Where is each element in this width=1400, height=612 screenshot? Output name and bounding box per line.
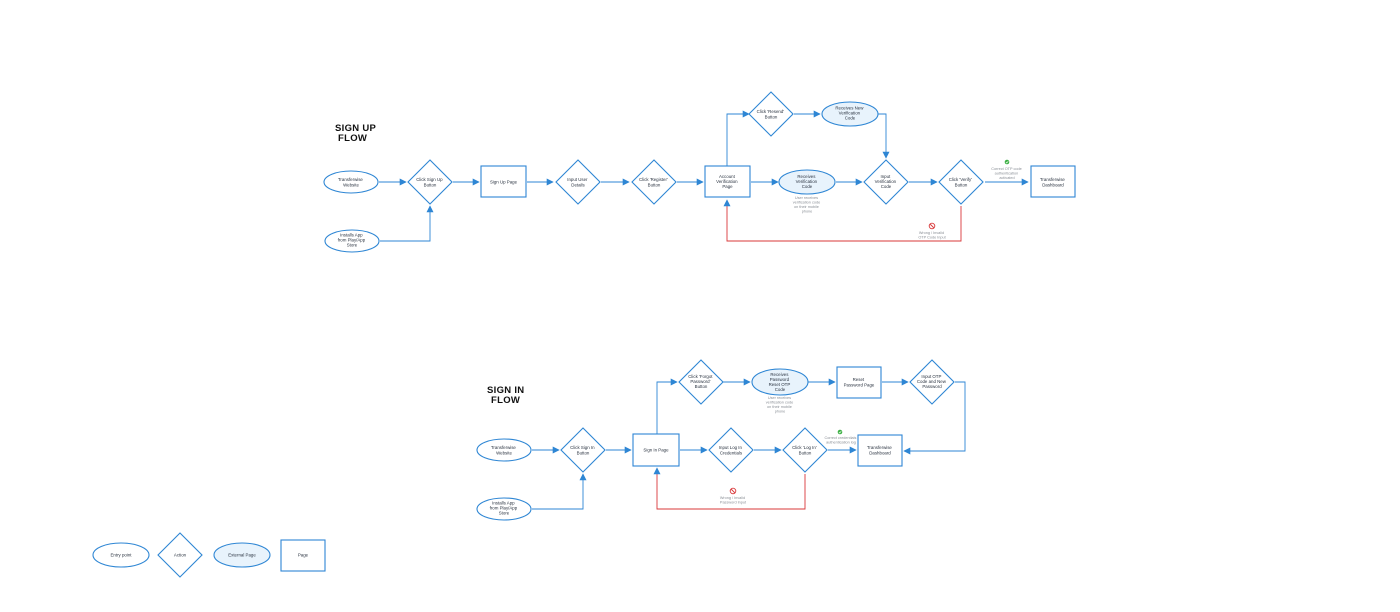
signup-title: SIGN UP FLOW bbox=[335, 123, 379, 144]
edge-verification-page-to-click-resend bbox=[726, 110, 750, 166]
prohibited-icon bbox=[928, 222, 936, 230]
node-signup-website: Transferwise Website bbox=[323, 170, 379, 194]
node-click-login-button: Click 'Log In' Button bbox=[782, 427, 828, 473]
node-click-register-button: Click 'Register' Button bbox=[631, 159, 677, 205]
node-signin-page: Sign In Page bbox=[632, 433, 680, 467]
node-click-forgot-password-button: Click 'Forgot Password' Button bbox=[678, 359, 724, 405]
svg-text:Account Verification: Account Verification Page bbox=[716, 174, 739, 189]
svg-text:Transferwise Dashboard: Transferwise Dashboard bbox=[867, 445, 893, 456]
svg-text:Click Sign Up Button: Click Sign Up Button bbox=[416, 177, 444, 188]
svg-text:Click 'Register' Butto: Click 'Register' Button bbox=[639, 177, 669, 188]
node-click-signin-button: Click Sign In Button bbox=[560, 427, 606, 473]
node-click-signup-button: Click Sign Up Button bbox=[407, 159, 453, 205]
node-input-user-details: Input User Details bbox=[555, 159, 601, 205]
legend-page: Page bbox=[280, 539, 326, 572]
node-reset-password-page: Reset Password Page bbox=[836, 366, 882, 399]
signin-title: SIGN IN FLOW bbox=[487, 385, 527, 406]
node-signin-install-app: Installs App from Play/App Store bbox=[476, 497, 532, 521]
node-click-resend-button: Click 'Resend' Button bbox=[748, 91, 794, 137]
legend-external-page: External Page bbox=[213, 542, 271, 568]
note-user-receives-reset-code: User receives verification code on their… bbox=[766, 396, 795, 414]
svg-text:Transferwise Website: Transferwise Website bbox=[338, 177, 364, 188]
node-input-otp-and-new-password: Input OTP Code and New Password bbox=[909, 359, 955, 405]
svg-text:Reset Password Page: Reset Password Page bbox=[844, 377, 875, 388]
note-correct-otp: Correct OTP code authentication activate… bbox=[991, 167, 1023, 180]
signup-edges bbox=[379, 110, 1029, 242]
svg-text:Action: Action bbox=[174, 553, 187, 558]
edge-wrong-otp-return bbox=[723, 199, 962, 242]
svg-text:Receives Verification: Receives Verification Code bbox=[796, 174, 819, 189]
prohibited-icon bbox=[729, 487, 737, 495]
edge-input-otp-to-dashboard bbox=[903, 381, 966, 455]
svg-text:Sign Up Page: Sign Up Page bbox=[490, 180, 518, 185]
svg-text:Transferwise Dashboard: Transferwise Dashboard bbox=[1040, 177, 1066, 188]
svg-text:Sign In Page: Sign In Page bbox=[643, 448, 669, 453]
svg-text:Input OTP Code and New: Input OTP Code and New Password bbox=[917, 374, 947, 389]
note-wrong-otp: Wrong / Invalid OTP Code Input bbox=[918, 231, 946, 240]
signin-edges bbox=[532, 378, 966, 510]
node-signup-page: Sign Up Page bbox=[480, 165, 527, 198]
node-account-verification-page: Account Verification Page bbox=[704, 165, 751, 198]
signin-flow: SIGN IN FLOW Transferwise Website bbox=[476, 359, 966, 521]
svg-text:Input User Details: Input User Details bbox=[567, 177, 589, 188]
edge-install-to-click-signin bbox=[532, 473, 587, 510]
edge-wrong-password-return bbox=[653, 467, 806, 510]
note-user-receives-code: User receives verification code on their… bbox=[793, 196, 822, 214]
svg-text:Transferwise Website: Transferwise Website bbox=[491, 445, 517, 456]
note-wrong-password: Wrong / Invalid Password Input bbox=[720, 496, 747, 505]
svg-text:Installs App from Play: Installs App from Play/App Store bbox=[490, 501, 519, 516]
svg-text:Receives New Verificat: Receives New Verification Code bbox=[835, 106, 864, 121]
svg-text:Receives Password: Receives Password Reset OTP Code bbox=[769, 372, 792, 392]
svg-text:Click 'Verify' Button: Click 'Verify' Button bbox=[949, 177, 974, 188]
edge-receives-new-code-to-input-code bbox=[878, 113, 890, 159]
node-receives-verification-code: Receives Verification Code bbox=[778, 169, 836, 195]
edge-signin-page-to-click-forgot bbox=[656, 378, 678, 434]
legend-entry-point: Entry point bbox=[92, 542, 150, 568]
svg-text:Click 'Log In' Button: Click 'Log In' Button bbox=[792, 445, 818, 456]
check-icon bbox=[837, 429, 843, 435]
note-correct-credentials: Correct credentials authentication log bbox=[825, 436, 858, 445]
node-signin-dashboard: Transferwise Dashboard bbox=[857, 434, 903, 467]
svg-text:Click 'Forgot Password: Click 'Forgot Password' Button bbox=[688, 374, 714, 389]
signup-flow: SIGN UP FLOW Transferwise Website bbox=[323, 91, 1076, 253]
node-input-verification-code: Input Verification Code bbox=[863, 159, 909, 205]
edge-install-to-click-signup bbox=[380, 205, 434, 242]
legend-action: Action bbox=[157, 532, 203, 578]
svg-text:Page: Page bbox=[298, 553, 309, 558]
svg-text:Input Log In Credentia: Input Log In Credentials bbox=[719, 445, 743, 456]
svg-text:External Page: External Page bbox=[228, 553, 256, 558]
node-signup-install-app: Installs App from Play/App Store bbox=[324, 229, 380, 253]
svg-text:Click 'Resend' Button: Click 'Resend' Button bbox=[757, 109, 786, 120]
legend: Entry point Action External Page Page bbox=[92, 532, 326, 578]
node-receives-password-reset-otp: Receives Password Reset OTP Code bbox=[751, 368, 809, 396]
svg-text:Installs App from Play: Installs App from Play/App Store bbox=[338, 233, 367, 248]
node-signin-website: Transferwise Website bbox=[476, 438, 532, 462]
node-input-login-credentials: Input Log In Credentials bbox=[708, 427, 754, 473]
node-signup-dashboard: Transferwise Dashboard bbox=[1030, 165, 1076, 198]
svg-text:Entry point: Entry point bbox=[111, 553, 133, 558]
node-click-verify-button: Click 'Verify' Button bbox=[938, 159, 984, 205]
svg-text:Click Sign In Button: Click Sign In Button bbox=[570, 445, 596, 456]
check-icon bbox=[1004, 159, 1010, 165]
svg-text:Input Verification: Input Verification Code bbox=[875, 174, 898, 189]
node-receives-new-verification-code: Receives New Verification Code bbox=[821, 101, 879, 127]
